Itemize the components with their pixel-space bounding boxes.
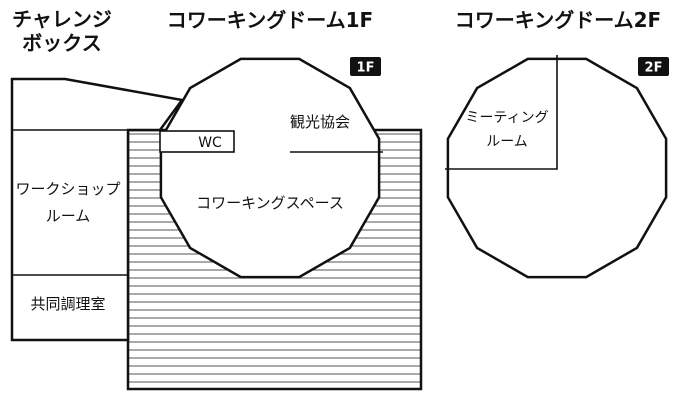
wc-label: WC bbox=[198, 135, 222, 151]
coworking-space-label: コワーキングスペース bbox=[196, 194, 344, 212]
dome-1f-title: コワーキングドーム1F bbox=[167, 8, 373, 32]
dome-1f-outline bbox=[159, 57, 381, 279]
meeting-room-label-line2: ルーム bbox=[486, 134, 528, 150]
wc-room bbox=[159, 130, 235, 153]
shared-kitchen-label: 共同調理室 bbox=[30, 295, 105, 313]
floor-2-badge-text: 2F bbox=[645, 61, 663, 76]
floor-1-badge-text: 1F bbox=[357, 61, 375, 76]
meeting-room-wall bbox=[445, 55, 558, 170]
meeting-room-label-line1: ミーティング bbox=[465, 110, 548, 126]
floor-2-badge bbox=[638, 57, 669, 76]
workshop-room-label-line2: ルーム bbox=[46, 207, 91, 225]
tourism-association-label: 観光協会 bbox=[290, 113, 350, 131]
challenge-box-title-line1: チャレンジ bbox=[12, 7, 112, 31]
floor-1-badge bbox=[350, 57, 381, 76]
dome-2f-title: コワーキングドーム2F bbox=[455, 8, 661, 32]
challenge-box-title-line2: ボックス bbox=[22, 31, 101, 55]
workshop-room-label-line1: ワークショップ bbox=[15, 180, 120, 198]
